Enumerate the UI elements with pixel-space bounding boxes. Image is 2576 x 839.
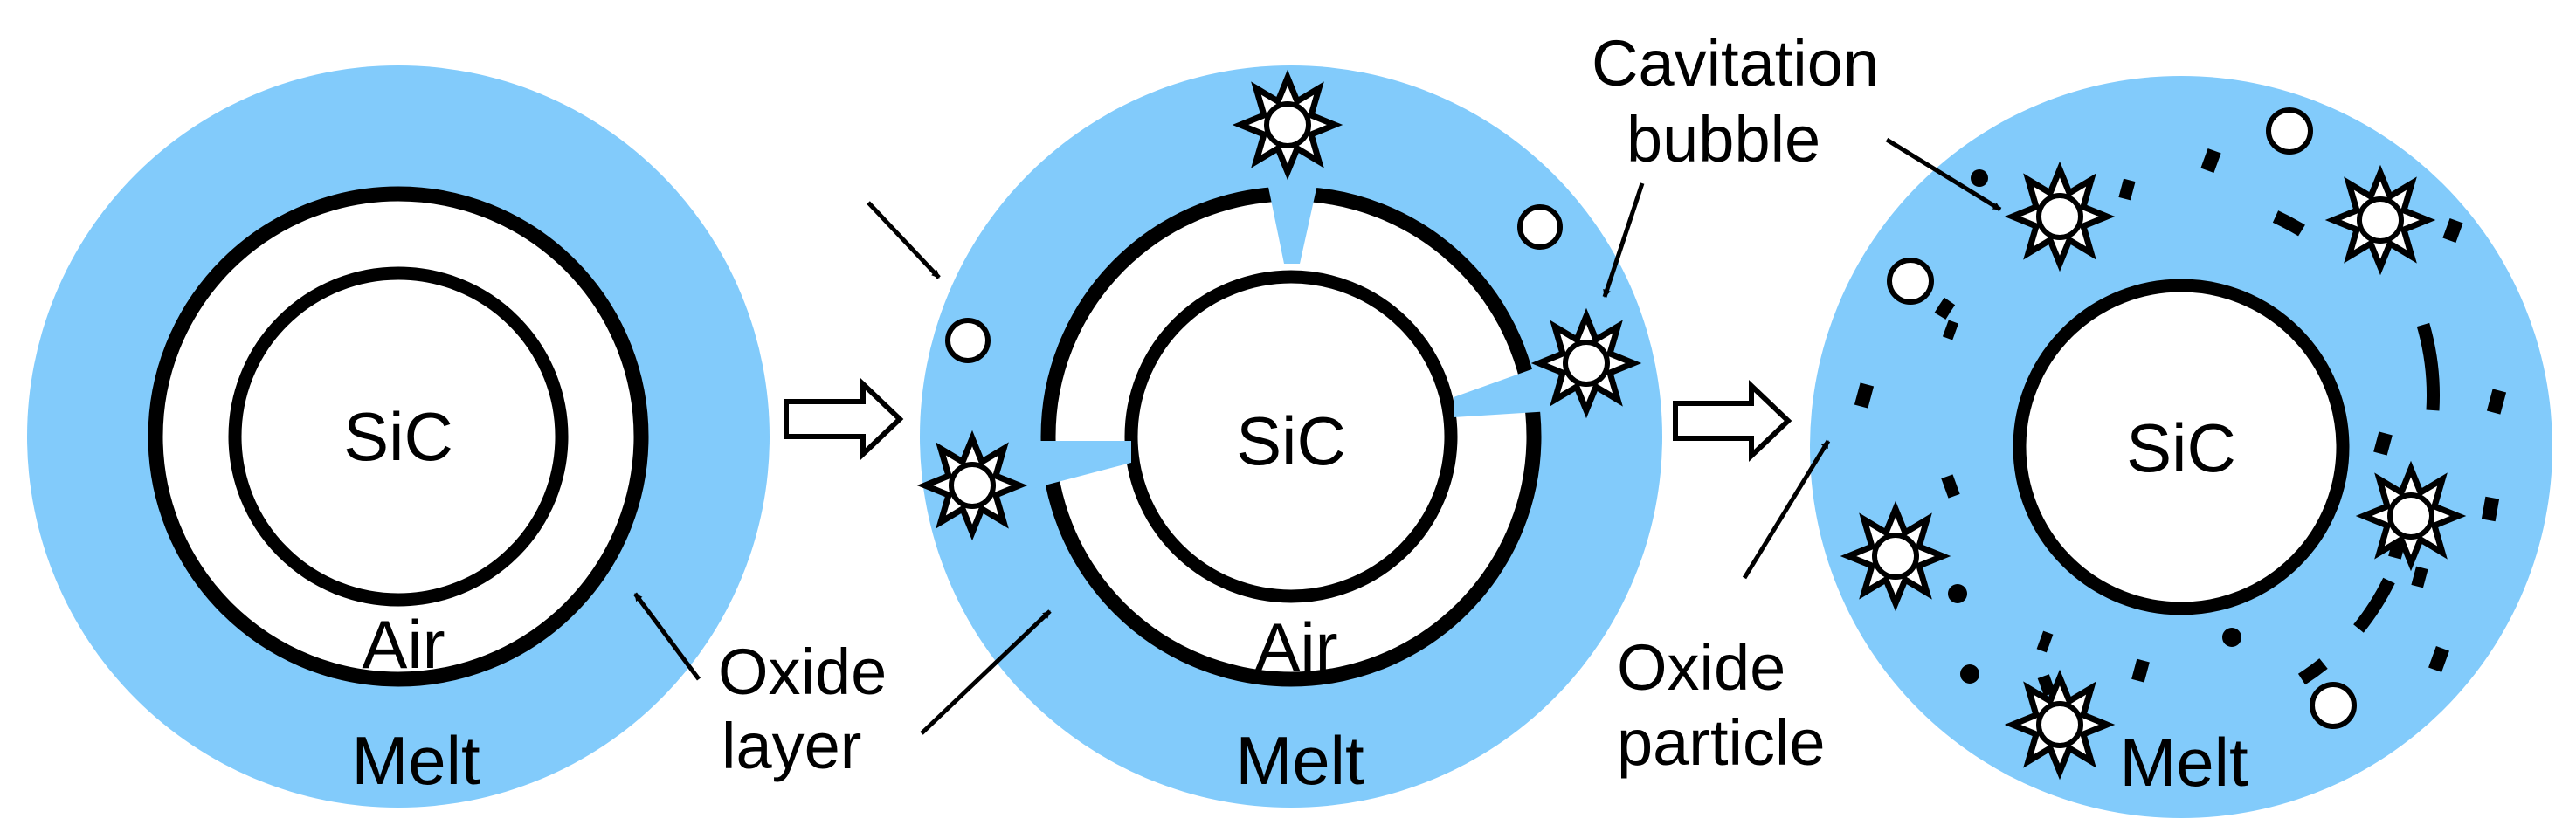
bubble-icon bbox=[1517, 204, 1563, 250]
oxide-layer-label-line2: layer bbox=[722, 710, 861, 782]
sic-core bbox=[1124, 270, 1458, 603]
oxide-particle-label-line2: particle bbox=[1617, 706, 1826, 779]
oxide-particle-callout: Oxide particle bbox=[1617, 439, 1831, 779]
oxide-particles bbox=[1854, 148, 2507, 697]
oxide-particle-icon bbox=[2373, 431, 2393, 456]
cavitation-burst-icon bbox=[1240, 78, 1335, 172]
oxide-particle-icon bbox=[1960, 664, 1979, 684]
bubble-icon bbox=[1887, 258, 1934, 305]
oxide-particle-icon bbox=[2131, 658, 2150, 683]
oxide-particle-icon bbox=[2222, 628, 2241, 647]
oxide-particle-icon bbox=[2481, 496, 2500, 522]
sic-label: SiC bbox=[343, 398, 453, 475]
oxide-particle-icon bbox=[1971, 169, 1988, 187]
bubble-icon bbox=[2266, 107, 2313, 155]
sic-core bbox=[2013, 279, 2350, 615]
melt-penetration-right bbox=[1454, 358, 1564, 417]
oxide-particle-icon bbox=[1941, 474, 1960, 499]
panel-2: SiC Air Melt bbox=[920, 65, 1662, 808]
right-arrow-icon bbox=[1673, 380, 1792, 462]
oxide-layer-pointer bbox=[920, 609, 1052, 735]
air-label: Air bbox=[362, 606, 445, 683]
bubble-icon bbox=[2310, 682, 2357, 729]
cavitation-burst-icon bbox=[2333, 173, 2428, 267]
cavitation-pointer bbox=[1885, 137, 2002, 212]
oxide-particle-icon bbox=[2200, 148, 2221, 174]
cavitation-burst-icon bbox=[2013, 677, 2107, 772]
cavitation-pointer bbox=[1602, 182, 1645, 298]
cavitation-burst-icon bbox=[1848, 509, 1943, 603]
cavitation-burst-icon bbox=[2364, 469, 2458, 563]
cavitation-burst-icon bbox=[1539, 316, 1633, 410]
sic-core bbox=[228, 266, 569, 607]
oxide-particle-icon bbox=[1942, 320, 1959, 340]
melt-penetration-left bbox=[1005, 441, 1131, 496]
panel-3: SiC Melt bbox=[1810, 76, 2552, 818]
cavitation-label-line2: bubble bbox=[1626, 103, 1820, 175]
sic-label: SiC bbox=[1236, 402, 1346, 479]
bubble-icon bbox=[945, 318, 991, 363]
cavitation-burst-icon bbox=[925, 438, 1019, 533]
oxide-particle-icon bbox=[2411, 566, 2428, 588]
oxide-particle-pointer bbox=[1742, 439, 1831, 580]
fragmented-oxide-layer bbox=[1934, 210, 2440, 685]
right-arrow-icon bbox=[784, 378, 904, 460]
panel-1: SiC Air Melt bbox=[27, 65, 770, 808]
oxide-layer-label-line1: Oxide bbox=[718, 636, 887, 708]
oxide-particle-icon bbox=[2118, 178, 2136, 201]
oxide-particle-icon bbox=[2486, 389, 2507, 415]
oxide-particle-label-line1: Oxide bbox=[1617, 631, 1785, 704]
oxide-particle-icon bbox=[1854, 382, 1875, 409]
air-label: Air bbox=[1254, 609, 1337, 685]
oxide-particle-icon bbox=[2036, 630, 2054, 653]
cavitation-label-line1: Cavitation bbox=[1592, 27, 1879, 100]
melt-pointer bbox=[867, 201, 941, 279]
melt-label: Melt bbox=[351, 722, 480, 799]
melt-label: Melt bbox=[1235, 722, 1364, 799]
melt-penetration-top bbox=[1262, 157, 1323, 264]
oxide-layer-callout: Oxide layer bbox=[632, 592, 1052, 782]
cavitation-burst-icon bbox=[2013, 169, 2107, 264]
cavitation-bubble-callout: Cavitation bubble bbox=[1592, 27, 2002, 298]
oxide-particle-icon bbox=[2428, 646, 2449, 672]
oxide-layer-pointer bbox=[632, 592, 701, 681]
oxide-particle-icon bbox=[2442, 217, 2463, 244]
sic-label: SiC bbox=[2126, 409, 2236, 486]
oxide-particle-icon bbox=[1948, 584, 1967, 603]
melt-label: Melt bbox=[2119, 724, 2248, 801]
